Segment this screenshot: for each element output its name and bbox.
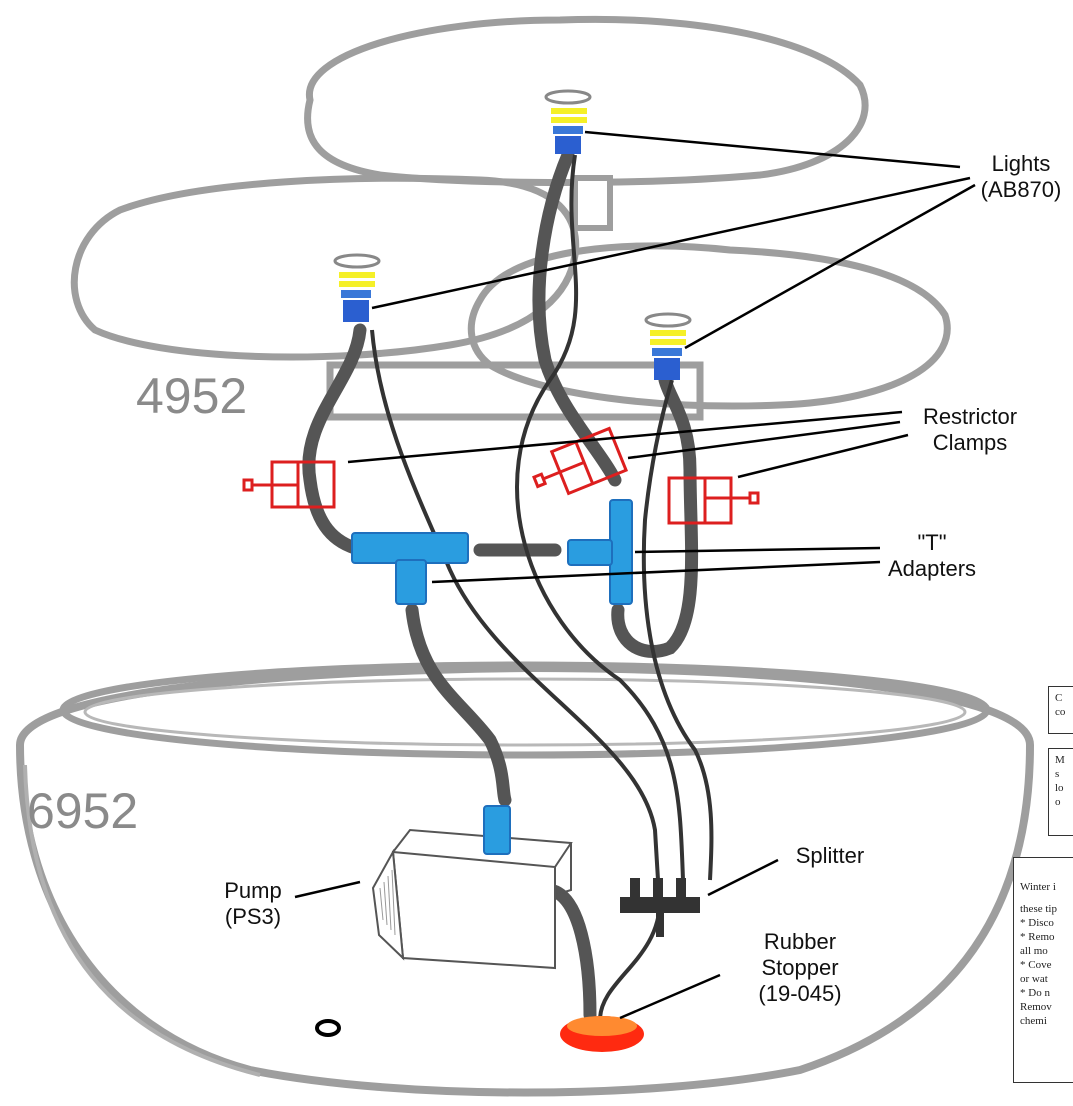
tube-right-loop [611, 373, 699, 659]
leader-lights-right [684, 183, 976, 350]
basin-rim [59, 661, 991, 759]
restrictor-label-line2: Clamps [932, 430, 1008, 455]
basin-base [23, 764, 261, 1077]
leader-lights-top [584, 130, 961, 169]
restrictor-label-line1: Restrictor [922, 404, 1018, 429]
leader-splitter [707, 858, 779, 897]
splitter-label: Splitter [795, 843, 865, 868]
lights-label-line2: (AB870) [980, 177, 1062, 202]
cord-splitter-stopper [598, 899, 662, 1021]
leader-lights-left [371, 176, 971, 310]
basin-rim-inner [83, 677, 967, 747]
pump-icon [371, 828, 573, 970]
stopper-label-line3: (19-045) [758, 981, 842, 1006]
leader-clamp-right [737, 433, 909, 479]
middle-tier-outline [70, 174, 580, 361]
leader-t-right [634, 546, 881, 554]
pump-outlet-icon [483, 805, 511, 855]
leader-clamp-middle [627, 420, 901, 460]
clamp-left-icon [242, 460, 336, 509]
splitter-icon [620, 878, 700, 937]
pump-label-line1: Pump [224, 878, 282, 903]
top-support [572, 175, 613, 231]
leader-stopper [619, 973, 721, 1020]
light-right-icon [644, 312, 692, 380]
drain-hole-icon [315, 1019, 341, 1037]
light-left-icon [333, 253, 381, 322]
side-note-box-3: Winter i these tip * Disco * Remo all mo… [1013, 857, 1073, 1083]
lights-label-line1: Lights [991, 151, 1051, 176]
cord-left-light [370, 329, 660, 881]
stopper-label-line2: Stopper [761, 955, 839, 980]
leader-t-left [431, 560, 881, 584]
restrictor-clamps-label: Restrictor Clamps [905, 404, 1035, 456]
tube-top-light [532, 148, 622, 487]
cord-top-light [515, 154, 685, 881]
tube-left-light [302, 323, 367, 555]
pump-label-line2: (PS3) [224, 904, 282, 929]
t-adapters-label-line1: "T" [917, 530, 947, 555]
right-tier-outline [467, 242, 951, 410]
pump-label: Pump (PS3) [208, 878, 298, 930]
light-top-icon [544, 89, 592, 154]
basin-outline [15, 663, 1035, 1097]
rubber-stopper-icon [560, 1016, 644, 1052]
t-adapter-right-icon [567, 499, 633, 605]
side-note-box-1: C co [1048, 686, 1073, 734]
side-note-box-2: M s lo o [1048, 748, 1073, 836]
t-adapters-label-line2: Adapters [887, 556, 977, 581]
leader-clamp-left [347, 410, 903, 464]
clamp-right-icon [667, 476, 760, 525]
leader-pump [294, 880, 361, 899]
t-adapters-label: "T" Adapters [872, 530, 992, 582]
lights-label: Lights (AB870) [966, 151, 1073, 203]
stopper-label-line1: Rubber [763, 929, 837, 954]
tube-to-pump [405, 603, 512, 807]
basin-number-6952: 6952 [27, 783, 139, 839]
rubber-stopper-label: Rubber Stopper (19-045) [740, 929, 860, 1007]
tier-number-4952: 4952 [136, 368, 248, 424]
t-adapter-left-icon [351, 532, 469, 605]
